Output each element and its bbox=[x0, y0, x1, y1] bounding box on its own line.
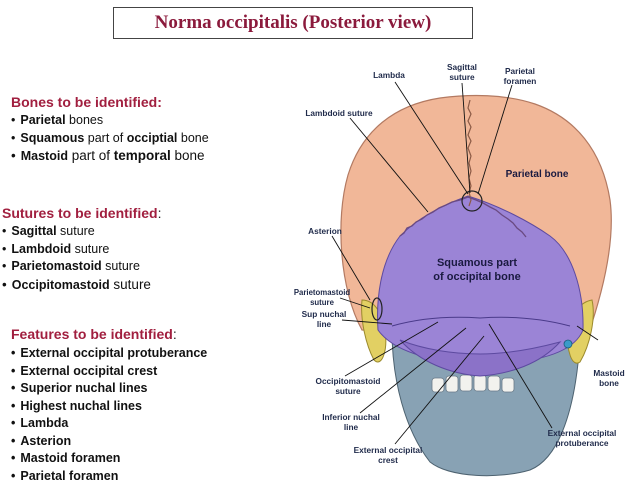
label-asterion: Asterion bbox=[300, 226, 350, 236]
label-lambda: Lambda bbox=[364, 70, 414, 80]
label-lambdoid-suture: Lambdoid suture bbox=[294, 108, 384, 118]
mastoid-foramen-marker bbox=[564, 340, 572, 348]
label-parietal-bone: Parietal bone bbox=[492, 168, 582, 182]
